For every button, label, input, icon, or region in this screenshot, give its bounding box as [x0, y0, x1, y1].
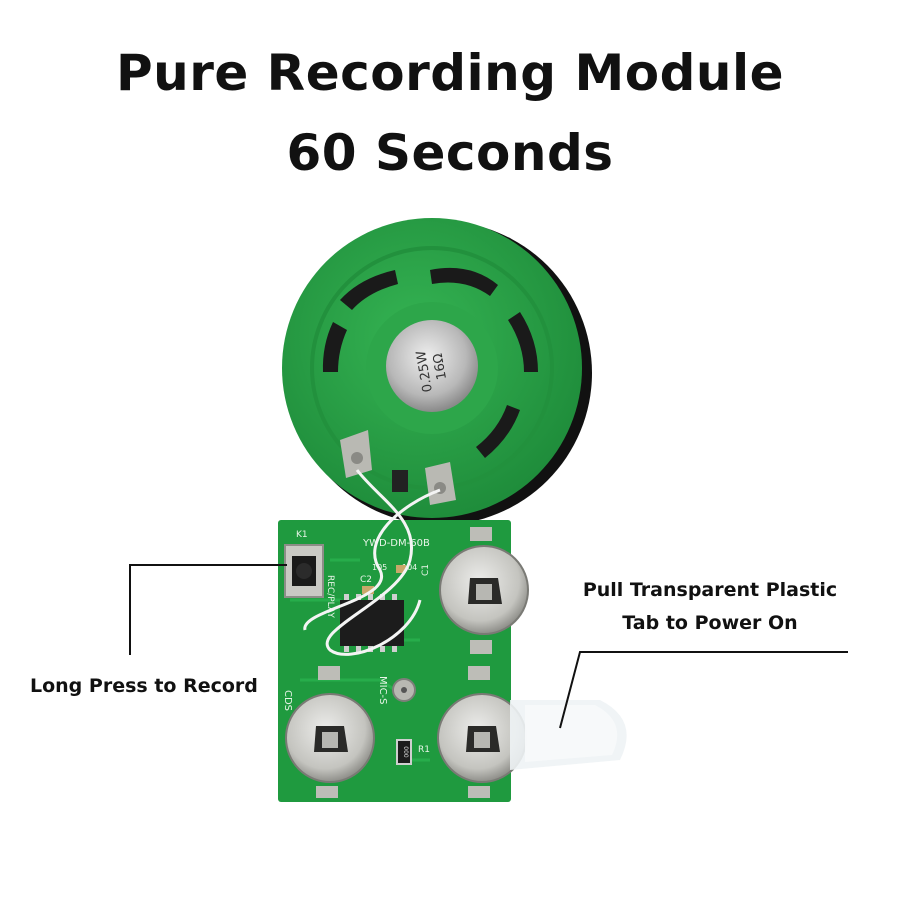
microphone	[392, 678, 416, 702]
speaker-magnet-cap	[386, 320, 478, 412]
k1-label: K1	[296, 530, 308, 540]
c2-label: C2	[360, 575, 372, 585]
rec-play-label: REC/PLAY	[325, 575, 335, 618]
callout-line-power	[559, 651, 848, 729]
callout-power-line1: Pull Transparent Plastic	[582, 579, 838, 601]
button-cell-bottom-right	[437, 693, 527, 783]
mic-label: MIC-S	[377, 676, 388, 705]
resistor-r1: 000	[396, 739, 412, 765]
callout-record: Long Press to Record	[30, 675, 258, 697]
button-cell-top-right	[439, 545, 529, 635]
page-subtitle: 60 Seconds	[286, 124, 614, 182]
speaker-vents	[322, 267, 538, 458]
c1-label: C1	[421, 564, 431, 576]
pull-tab[interactable]	[510, 700, 627, 770]
svg-text:0.25W 16Ω: 0.25W 16Ω	[413, 343, 452, 394]
speaker-impedance: 16Ω	[431, 352, 450, 381]
r1-label: R1	[418, 745, 430, 755]
pcb-board: YWD-DM-60B REC/PLAY K1 CDS MIC-S R1 C1 C…	[278, 469, 529, 802]
speaker-rating: 0.25W	[414, 349, 436, 393]
capacitor-c2	[362, 586, 374, 594]
capacitor-value-2: 104	[402, 563, 417, 572]
button-cell-bottom-left	[285, 693, 375, 783]
speaker-wires	[303, 469, 441, 656]
cell-holder-tabs	[316, 527, 492, 798]
resistor-code: 000	[402, 746, 409, 758]
page-title: Pure Recording Module	[115, 44, 785, 102]
speaker-terminals	[340, 430, 456, 505]
speaker: 0.25W 16Ω	[282, 218, 592, 525]
callout-line-record	[129, 564, 287, 655]
pcb-model-label: YWD-DM-60B	[362, 538, 430, 549]
cds-label: CDS	[282, 690, 293, 711]
capacitor-c1	[396, 565, 406, 573]
callout-power: Pull Transparent Plastic Tab to Power On	[560, 574, 860, 640]
callout-power-line2: Tab to Power On	[622, 612, 798, 634]
rec-play-button[interactable]	[284, 544, 324, 598]
